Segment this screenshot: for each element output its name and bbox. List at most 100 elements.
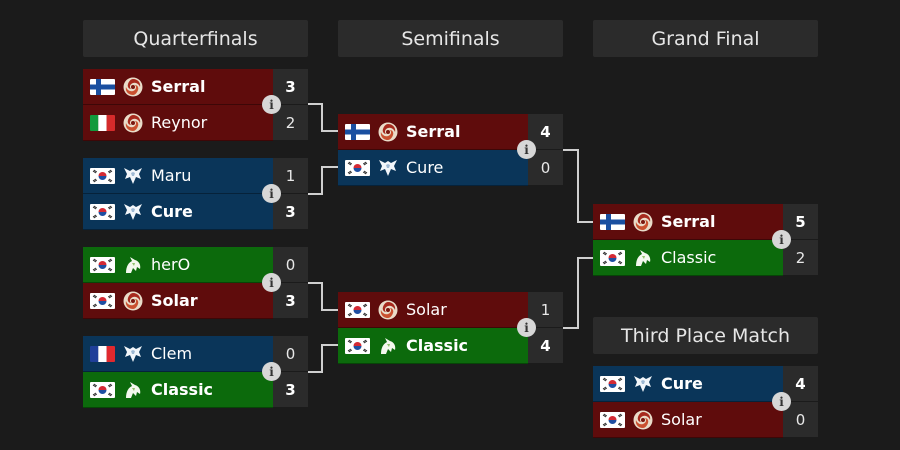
player-bar: Maru [83, 158, 273, 194]
player-score: 0 [783, 402, 818, 438]
italy-flag-icon [90, 114, 115, 131]
protoss-icon [122, 379, 144, 401]
player-bar: Solar [83, 283, 273, 319]
grand-final-header: Grand Final [593, 20, 818, 57]
connector-qf2-sf1 [308, 166, 338, 195]
player-name[interactable]: Maru [151, 166, 192, 185]
player-name[interactable]: Solar [661, 410, 702, 429]
terran-icon [122, 165, 144, 187]
player-slot-bottom[interactable]: Solar 0 [593, 402, 818, 438]
south-korea-flag-icon [345, 301, 370, 318]
player-slot-bottom[interactable]: Cure 3 [83, 194, 308, 230]
player-bar: Serral [83, 69, 273, 105]
player-name[interactable]: Serral [406, 122, 461, 141]
south-korea-flag-icon [90, 167, 115, 184]
connector-sf2-gf [563, 257, 593, 329]
player-name[interactable]: Reynor [151, 113, 208, 132]
zerg-icon [122, 112, 144, 134]
player-bar: Clem [83, 336, 273, 372]
player-bar: Classic [593, 240, 783, 276]
terran-icon [632, 373, 654, 395]
player-name[interactable]: Solar [406, 300, 447, 319]
finland-flag-icon [600, 213, 625, 230]
match-info-icon[interactable]: i [517, 318, 536, 337]
player-name[interactable]: Serral [661, 212, 716, 231]
zerg-icon [122, 290, 144, 312]
player-score: 2 [273, 105, 308, 141]
zerg-icon [377, 121, 399, 143]
match-info-icon[interactable]: i [262, 95, 281, 114]
zerg-icon [632, 409, 654, 431]
player-bar: Reynor [83, 105, 273, 141]
zerg-icon [377, 299, 399, 321]
player-slot-bottom[interactable]: Classic 3 [83, 372, 308, 408]
player-score: 0 [528, 150, 563, 186]
terran-icon [377, 157, 399, 179]
player-name[interactable]: Serral [151, 77, 206, 96]
player-score: 4 [528, 114, 563, 150]
connector-qf4-sf2 [308, 344, 338, 373]
quarterfinals-header: Quarterfinals [83, 20, 308, 57]
south-korea-flag-icon [90, 381, 115, 398]
south-korea-flag-icon [600, 249, 625, 266]
south-korea-flag-icon [90, 292, 115, 309]
player-name[interactable]: Cure [151, 202, 193, 221]
match-info-icon[interactable]: i [262, 273, 281, 292]
player-bar: Cure [593, 366, 783, 402]
match-info-icon[interactable]: i [772, 230, 791, 249]
finland-flag-icon [345, 123, 370, 140]
terran-icon [122, 343, 144, 365]
south-korea-flag-icon [90, 256, 115, 273]
player-name[interactable]: Solar [151, 291, 198, 310]
player-slot-top[interactable]: Serral 4 [338, 114, 563, 150]
player-name[interactable]: Classic [406, 336, 469, 355]
finland-flag-icon [90, 78, 115, 95]
player-score: 3 [273, 372, 308, 408]
protoss-icon [122, 254, 144, 276]
match-info-icon[interactable]: i [262, 184, 281, 203]
player-name[interactable]: Cure [661, 374, 703, 393]
player-slot-bottom[interactable]: Cure 0 [338, 150, 563, 186]
connector-sf1-gf [563, 149, 593, 223]
player-bar: Serral [593, 204, 783, 240]
match-info-icon[interactable]: i [262, 362, 281, 381]
player-name[interactable]: Classic [151, 380, 214, 399]
third-place-header: Third Place Match [593, 317, 818, 354]
player-name[interactable]: herO [151, 255, 191, 274]
player-bar: Solar [338, 292, 528, 328]
protoss-icon [377, 335, 399, 357]
player-bar: Solar [593, 402, 783, 438]
player-slot-bottom[interactable]: Reynor 2 [83, 105, 308, 141]
player-bar: Classic [338, 328, 528, 364]
player-bar: herO [83, 247, 273, 283]
player-name[interactable]: Classic [661, 248, 717, 267]
player-bar: Cure [338, 150, 528, 186]
player-score: 3 [273, 194, 308, 230]
match-info-icon[interactable]: i [517, 140, 536, 159]
south-korea-flag-icon [90, 203, 115, 220]
south-korea-flag-icon [600, 375, 625, 392]
connector-qf3-sf2 [308, 282, 338, 311]
player-name[interactable]: Cure [406, 158, 444, 177]
south-korea-flag-icon [600, 411, 625, 428]
zerg-icon [632, 211, 654, 233]
player-bar: Serral [338, 114, 528, 150]
match-info-icon[interactable]: i [772, 392, 791, 411]
player-bar: Classic [83, 372, 273, 408]
player-name[interactable]: Clem [151, 344, 193, 363]
semifinals-header: Semifinals [338, 20, 563, 57]
